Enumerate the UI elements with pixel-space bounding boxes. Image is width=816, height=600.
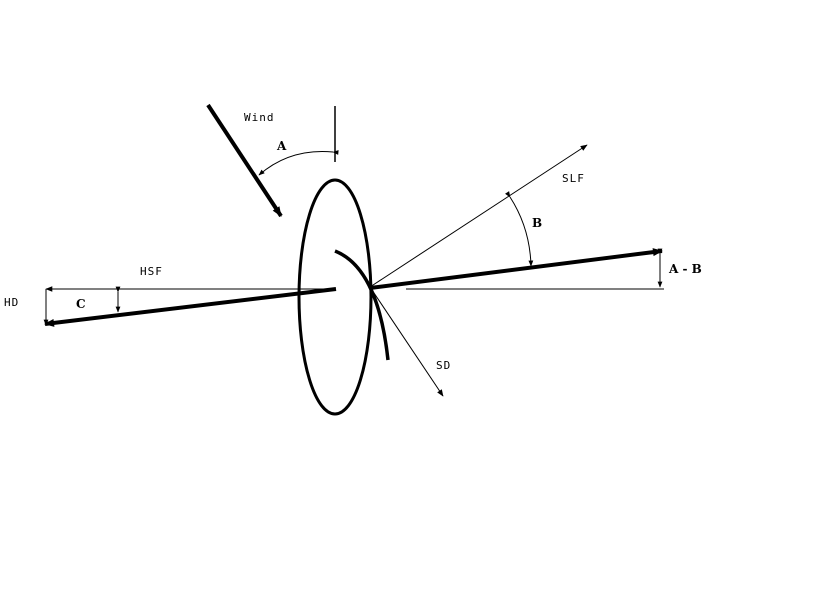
- hd-label: HD: [4, 296, 19, 309]
- resultant-force-arrow: [369, 248, 663, 290]
- slf-arrow: [369, 144, 588, 288]
- angle-c-label: C: [76, 297, 86, 311]
- sd-arrow: [371, 289, 444, 397]
- angle-a-arc: [258, 150, 339, 176]
- wind-label: Wind: [244, 111, 275, 124]
- hsf-label: HSF: [140, 265, 163, 278]
- sail-curve: [334, 249, 390, 361]
- sail-ellipse: [297, 178, 373, 416]
- angle-b-label: B: [532, 216, 542, 230]
- slf-label: SLF: [562, 172, 585, 185]
- angle-a-minus-b-label: A - B: [668, 262, 702, 276]
- sd-label: SD: [436, 359, 451, 372]
- wind-arrow: [206, 103, 283, 218]
- hsf-resultant-arrow: [44, 287, 337, 327]
- angle-a-label: A: [276, 139, 287, 153]
- angle-b-arc: [505, 191, 534, 267]
